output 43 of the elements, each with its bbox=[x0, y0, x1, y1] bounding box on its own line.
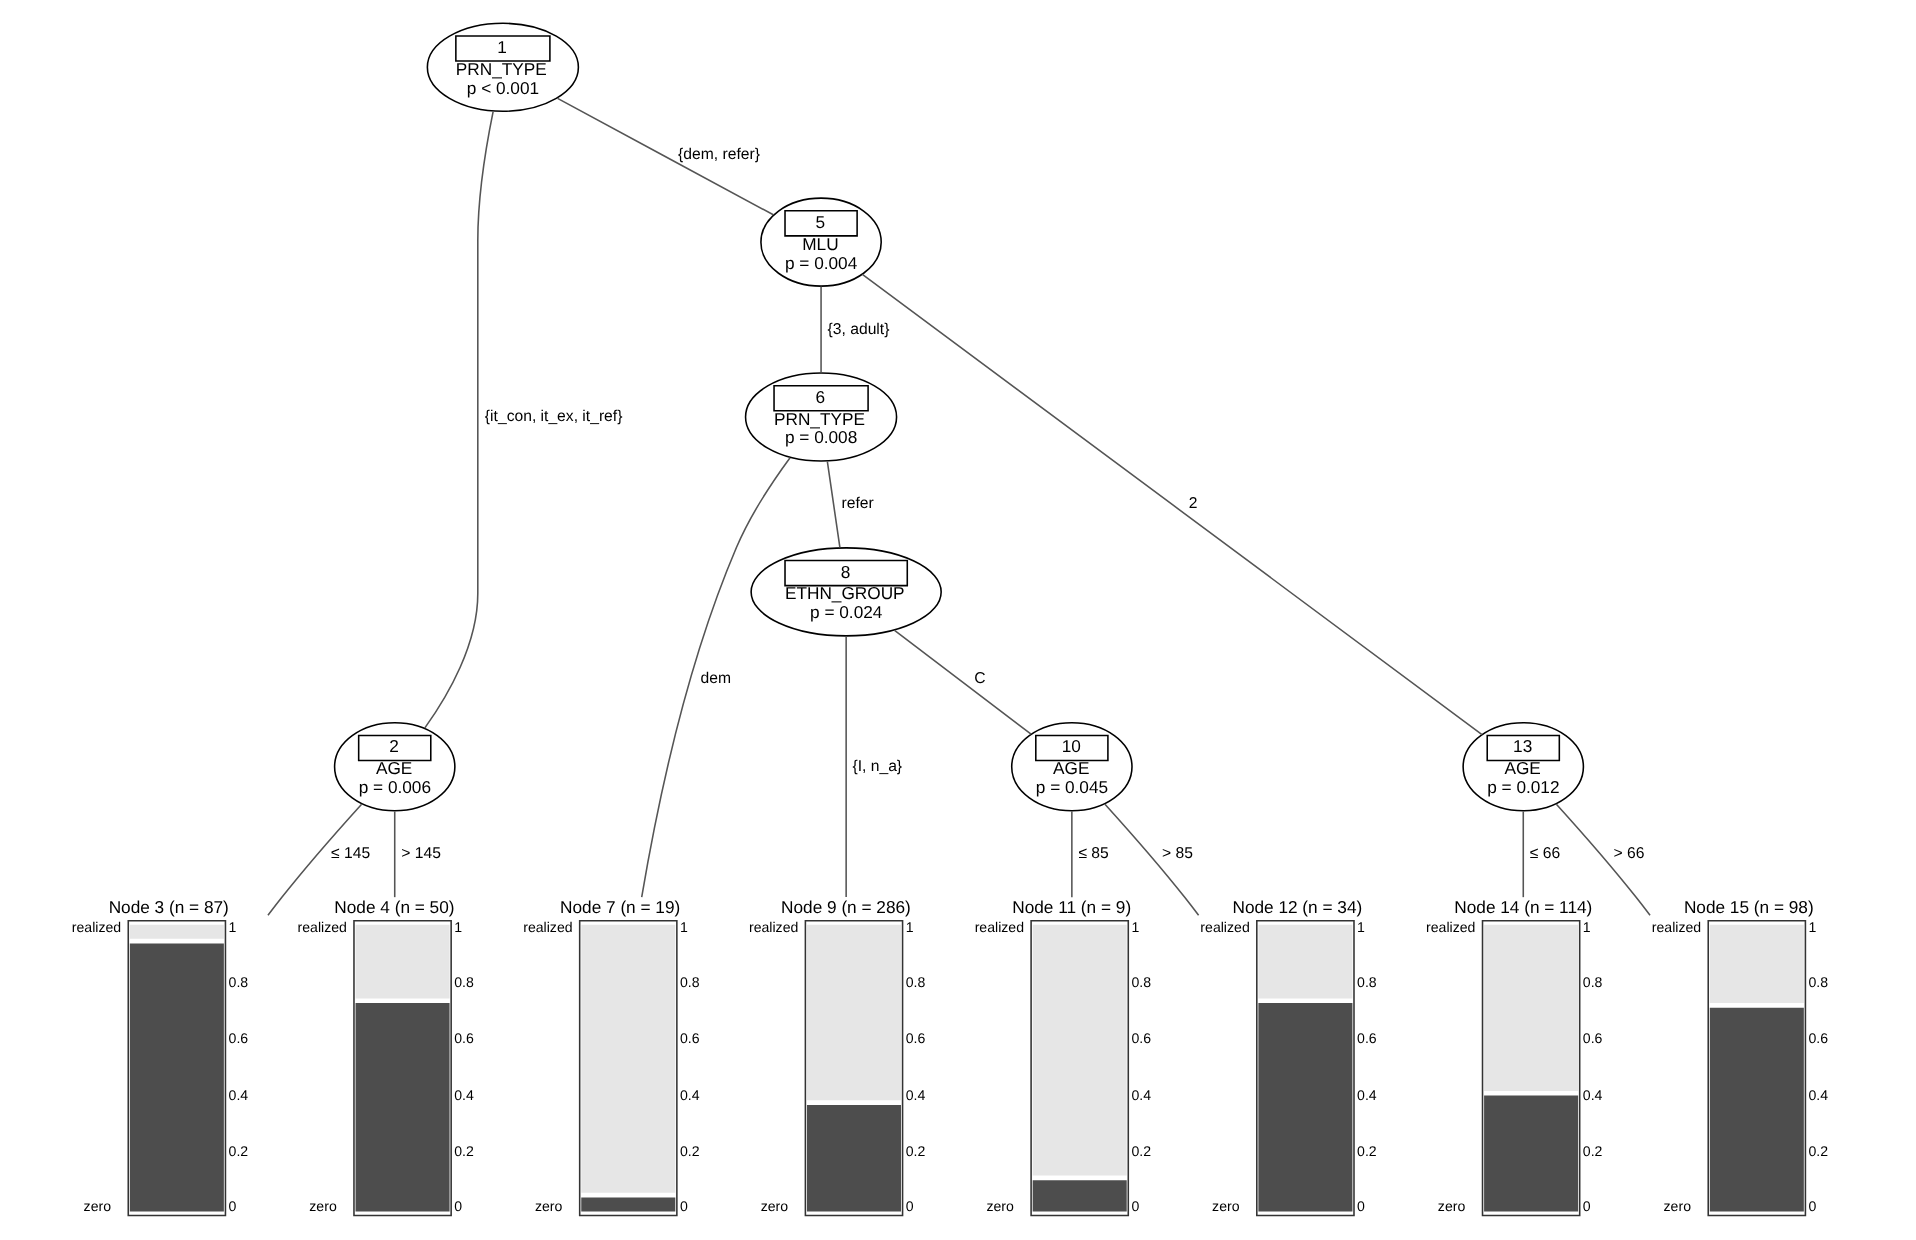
edge-label: > 145 bbox=[400, 844, 441, 863]
node-ellipse: 1 PRN_TYPE p < 0.001 bbox=[425, 22, 579, 113]
connector bbox=[1554, 803, 1650, 916]
edge-label: ≤ 145 bbox=[330, 844, 370, 863]
connector bbox=[860, 273, 1482, 736]
edge-label: dem bbox=[699, 669, 731, 688]
node-ellipse: 8 ETHN_GROUP p = 0.024 bbox=[749, 547, 941, 637]
node-label: Node 3 (n = 87) bbox=[107, 896, 228, 917]
connector bbox=[1103, 803, 1199, 916]
node-ellipse: 6 PRN_TYPE p = 0.008 bbox=[743, 372, 897, 462]
connector bbox=[555, 97, 774, 216]
edge-label: ≤ 66 bbox=[1528, 844, 1560, 863]
edge-label: > 85 bbox=[1161, 844, 1192, 863]
edge-label: {it_con, it_ex, it_ref} bbox=[483, 406, 622, 425]
node-label: Node 7 (n = 19) bbox=[559, 896, 680, 917]
node-label: Node 12 (n = 34) bbox=[1231, 896, 1362, 917]
node-ellipse: 10 AGE p = 0.045 bbox=[1009, 722, 1132, 812]
connector bbox=[1070, 810, 1072, 898]
connector bbox=[639, 456, 790, 898]
node-label: Node 4 (n = 50) bbox=[333, 896, 454, 917]
connector bbox=[1521, 810, 1524, 898]
connector bbox=[422, 110, 493, 729]
edge-label: 2 bbox=[1187, 494, 1197, 513]
connector bbox=[266, 803, 362, 916]
node-ellipse: 2 AGE p = 0.006 bbox=[332, 722, 455, 812]
edge-label: {I, n_a} bbox=[851, 756, 902, 775]
edge-label: refer bbox=[840, 494, 873, 513]
edge-label: > 66 bbox=[1612, 844, 1644, 863]
connector bbox=[844, 635, 846, 898]
node-label: Node 11 (n = 9) bbox=[1011, 896, 1131, 917]
edge-label: ≤ 85 bbox=[1077, 844, 1108, 863]
node-label: Node 15 (n = 98) bbox=[1682, 896, 1813, 917]
connector bbox=[892, 629, 1031, 735]
edge-label: {3, adult} bbox=[826, 319, 889, 338]
node-label: Node 9 (n = 286) bbox=[780, 896, 910, 917]
edge-label: {dem, refer} bbox=[677, 144, 759, 163]
edge-label: C bbox=[973, 669, 985, 688]
connector bbox=[392, 810, 395, 898]
node-label: Node 14 (n = 114) bbox=[1453, 896, 1592, 917]
connector bbox=[819, 285, 821, 374]
node-ellipse: 13 AGE p = 0.012 bbox=[1461, 722, 1584, 812]
connector bbox=[825, 460, 840, 549]
node-ellipse: 5 MLU p = 0.004 bbox=[759, 197, 881, 287]
